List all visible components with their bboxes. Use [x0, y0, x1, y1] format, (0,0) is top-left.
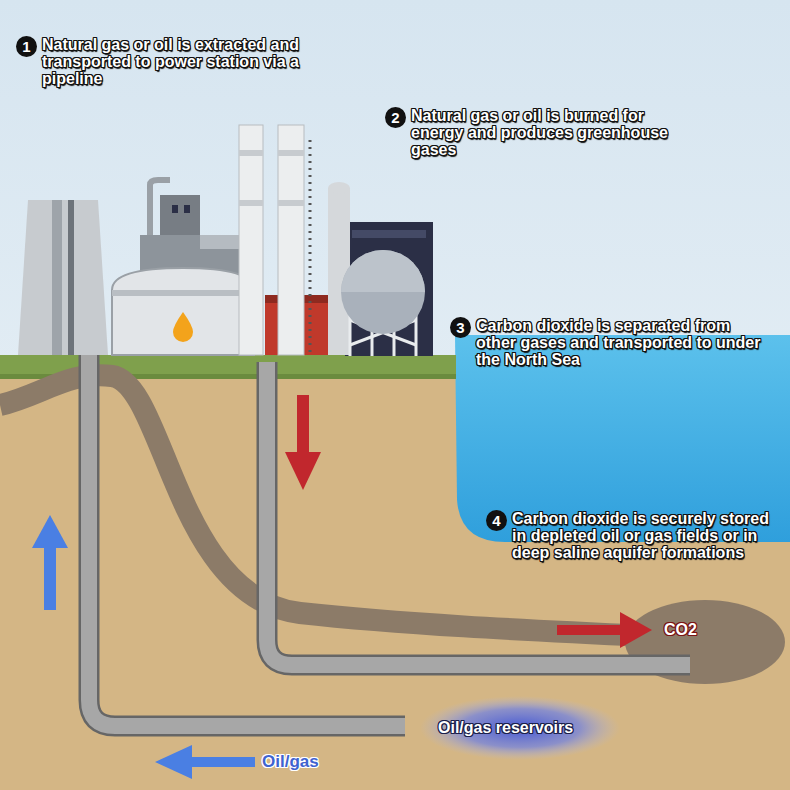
down-arrow-head	[285, 452, 321, 490]
process-pipe	[150, 180, 170, 235]
chimney-band	[239, 200, 263, 206]
chimney	[239, 125, 263, 355]
callout-number: 1	[16, 36, 37, 57]
reservoir-glow	[420, 696, 620, 760]
chimney-band	[239, 150, 263, 156]
window	[184, 205, 190, 213]
up-arrow-head	[32, 515, 68, 548]
window	[172, 205, 178, 213]
left-arrow-head	[155, 745, 192, 779]
oil-gas-label: Oil/gas	[262, 753, 319, 770]
chimney-band	[278, 200, 304, 206]
fuel-tank-band	[112, 290, 254, 296]
cooling-tower-stripe	[52, 200, 62, 355]
up-arrow-shaft	[44, 545, 56, 610]
step-text: Natural gas or oil is extracted and tran…	[42, 36, 317, 87]
flow-arrows	[32, 395, 652, 779]
storage-sphere-top	[341, 250, 425, 292]
chimney	[278, 125, 304, 355]
power-station	[18, 125, 433, 356]
callout-number: 4	[486, 510, 507, 531]
ladder	[309, 140, 312, 355]
oil-drop-symbol	[173, 312, 193, 342]
dark-building-band	[352, 230, 426, 238]
step-text: Natural gas or oil is burned for energy …	[411, 107, 671, 158]
cooling-tower-stripe	[68, 200, 74, 355]
fuel-tank	[112, 268, 254, 355]
callout-number: 3	[450, 317, 471, 338]
reservoir-label: Oil/gas reservoirs	[438, 719, 573, 736]
right-arrow-shaft	[557, 625, 623, 635]
cooling-tower	[18, 200, 108, 355]
step-text: Carbon dioxide is securely stored in dep…	[512, 510, 780, 561]
step-text: Carbon dioxide is separated from other g…	[476, 317, 761, 368]
co2-label: CO2	[664, 621, 697, 638]
chimney-band	[278, 150, 304, 156]
right-arrow-head	[620, 612, 652, 648]
storage-sphere	[341, 250, 425, 334]
callout-number: 2	[385, 107, 406, 128]
down-arrow-shaft	[297, 395, 309, 455]
left-arrow-shaft	[190, 757, 255, 767]
column-top	[328, 182, 350, 194]
